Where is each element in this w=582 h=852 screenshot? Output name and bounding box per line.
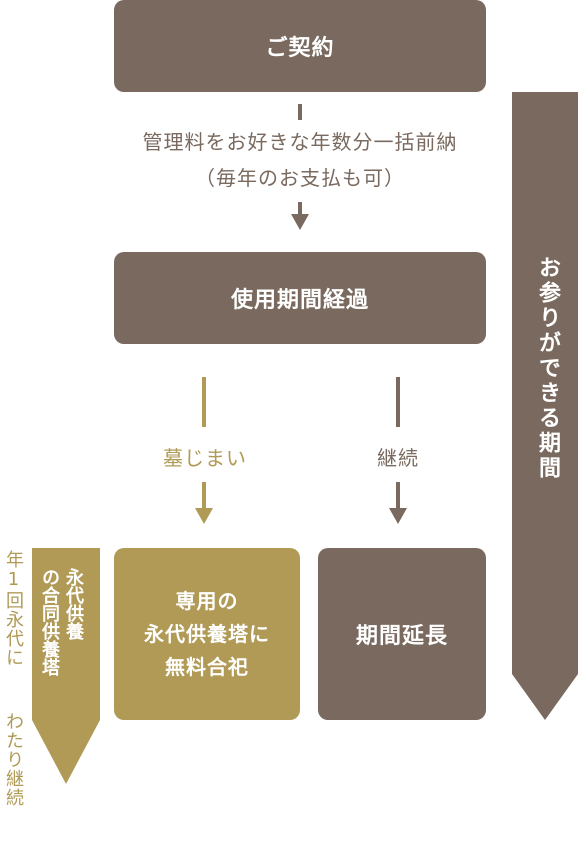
joint-burial-line1: 専用の [175,588,239,613]
visit-period-label: お参りができる期間 [535,256,560,481]
closing-line-lower [202,482,206,510]
elapsed-step-label: 使用期間経過 [230,288,369,313]
arrow-down-icon [291,214,309,230]
prepay-note-line1: 管理料をお好きな年数分一括前納 [142,130,458,154]
closing-line-upper [202,377,206,427]
joint-memorial-arrow-shape [32,548,100,784]
joint-memorial-col1: 永代供養 [63,568,84,640]
visit-period-arrow-shape [512,92,578,720]
joint-memorial-col2: の合同供養塔 [39,568,60,676]
perpetual-note-col1: 年1回永代に [3,550,24,667]
contract-step-box: ご契約 [114,0,486,92]
closing-arrow-down-icon [195,508,213,524]
joint-memorial-arrow [32,548,100,784]
continue-arrow-down-icon [389,508,407,524]
closing-label: 墓じまい [163,446,247,470]
joint-burial-line3: 無料合祀 [165,654,249,679]
elapsed-step-box: 使用期間経過 [114,252,486,344]
joint-burial-line2: 永代供養塔に [144,621,270,646]
period-extension-label: 期間延長 [355,624,448,649]
contract-step-label: ご契約 [265,36,335,61]
period-extension-box: 期間延長 [318,548,486,720]
perpetual-note-col2: わたり継続 [3,712,24,807]
continue-label: 継続 [377,446,419,470]
continue-line-lower [396,482,400,510]
continue-line-upper [396,377,400,427]
joint-burial-box: 専用の 永代供養塔に 無料合祀 [114,548,300,720]
prepay-note: 管理料をお好きな年数分一括前納 （毎年のお支払も可） [60,124,540,196]
prepay-note-line2: （毎年のお支払も可） [195,166,405,190]
visit-period-arrow [512,92,578,720]
connector-line-mid [298,202,302,216]
connector-line-top [298,104,302,120]
